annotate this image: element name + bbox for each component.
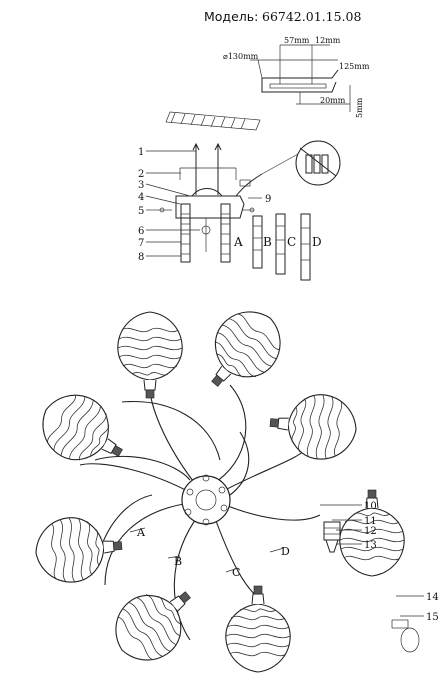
arm-letter-top-c: C <box>287 235 296 249</box>
ceiling-hatch <box>165 111 261 131</box>
light-bulb-icon <box>391 619 420 653</box>
mount-label-7: 7 <box>138 238 144 249</box>
wave-glass-shade-icon <box>100 569 210 676</box>
mount-label-2: 2 <box>138 169 144 180</box>
part-label-11: 11 <box>364 516 377 527</box>
mount-label-8: 8 <box>138 252 144 263</box>
wave-glass-shade-icon <box>225 585 291 673</box>
part-label-10: 10 <box>364 501 377 512</box>
model-number: 66742.01.15.08 <box>262 9 361 24</box>
mount-bracket-drawing <box>250 44 351 112</box>
wave-glass-shade-icon <box>189 296 296 406</box>
wave-glass-shade-icon <box>266 389 360 463</box>
mount-label-1: 1 <box>138 147 144 158</box>
mount-label-4: 4 <box>138 192 144 203</box>
arm-letter-a: A <box>136 526 146 539</box>
bulb-socket-icon <box>323 521 341 553</box>
dim-5: 5mm <box>355 97 364 118</box>
arm-segments-top <box>252 213 311 281</box>
part-label-14: 14 <box>426 592 439 603</box>
chandelier-arms <box>79 384 321 641</box>
part-label-15: 15 <box>426 612 439 623</box>
arm-letter-d: D <box>281 545 290 558</box>
wire-connector-icon <box>261 140 341 186</box>
dim-130: ⌀130mm <box>223 52 259 61</box>
mount-label-3: 3 <box>138 180 144 191</box>
model-label: Модель: <box>204 9 258 24</box>
wave-glass-shade-icon <box>29 381 138 482</box>
part-label-13: 13 <box>364 540 377 551</box>
mount-label-9: 9 <box>265 194 271 205</box>
arm-letter-b: B <box>174 555 182 568</box>
arm-letter-top-a: A <box>233 235 243 249</box>
dim-20: 20mm <box>320 96 346 105</box>
screw-icon <box>159 207 255 213</box>
wave-glass-shade-icon <box>32 512 126 586</box>
dim-57: 57mm <box>284 36 310 45</box>
mount-leaders <box>145 150 262 257</box>
arm-letter-c: C <box>232 566 240 579</box>
arm-letter-top-b: B <box>263 235 272 249</box>
part-leaders <box>320 504 424 617</box>
part-label-12: 12 <box>364 526 377 537</box>
mount-assembly <box>175 142 263 263</box>
dim-12: 12mm <box>315 36 341 45</box>
mount-label-6: 6 <box>138 226 144 237</box>
arm-letter-top-d: D <box>312 235 322 249</box>
mount-label-5: 5 <box>138 206 144 217</box>
dim-125: 125mm <box>339 62 370 71</box>
wave-glass-shade-icon <box>117 311 183 399</box>
